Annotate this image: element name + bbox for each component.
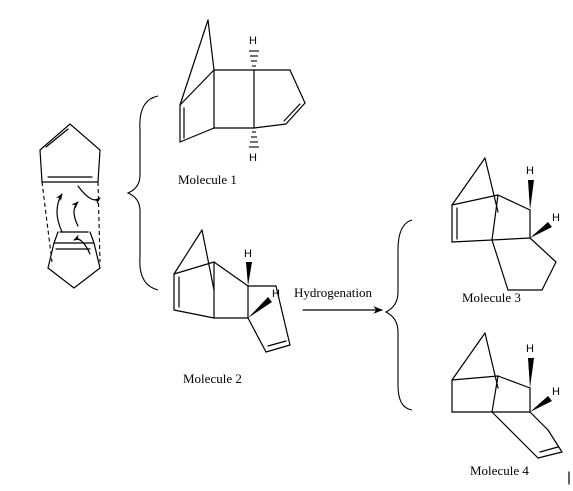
- molecule-2-label: Molecule 2: [183, 371, 242, 386]
- curly-arrow-4: [73, 234, 91, 255]
- curly-arrow-1: [77, 185, 101, 205]
- cyclopentadiene-top: [39, 123, 101, 183]
- forming-bond-right: [97, 181, 101, 263]
- hydrogen-label: H: [244, 248, 252, 260]
- molecule-1-structure: H H: [179, 19, 306, 164]
- wedge-bond: [246, 262, 252, 286]
- wedge-bond: [530, 222, 552, 238]
- brace-products: [126, 95, 159, 291]
- wedge-bond: [248, 297, 272, 318]
- molecule-2-structure: H H: [173, 229, 291, 353]
- wedge-bond: [528, 180, 534, 210]
- hydrogen-label: H: [249, 152, 257, 164]
- hydrogen-label: H: [552, 212, 560, 224]
- brace-hydrogenation-products: [384, 219, 413, 411]
- reaction-condition-label: Hydrogenation: [294, 285, 372, 300]
- hashed-bond-top: [249, 50, 259, 67]
- molecule-4-label: Molecule 4: [470, 463, 529, 478]
- curly-arrow-2: [56, 193, 63, 233]
- forming-bond-left: [41, 181, 53, 263]
- hydrogen-label: H: [526, 165, 534, 177]
- hydrogen-label: H: [272, 288, 280, 300]
- hashed-bond-bottom: [249, 131, 259, 148]
- curly-arrow-3: [71, 201, 79, 227]
- hydrogen-label: H: [552, 386, 560, 398]
- hydrogen-label: H: [526, 343, 534, 355]
- cyclopentadiene-bottom: [47, 231, 101, 289]
- hydrogen-label: H: [249, 35, 257, 47]
- molecule-1-label: Molecule 1: [178, 172, 237, 187]
- molecule-3-structure: H H: [451, 157, 560, 291]
- molecule-4-structure: H H: [451, 332, 563, 459]
- cyclopentadiene-dimerization: [39, 123, 101, 289]
- molecule-3-label: Molecule 3: [462, 290, 521, 305]
- wedge-bond: [528, 358, 534, 388]
- wedge-bond: [530, 396, 552, 412]
